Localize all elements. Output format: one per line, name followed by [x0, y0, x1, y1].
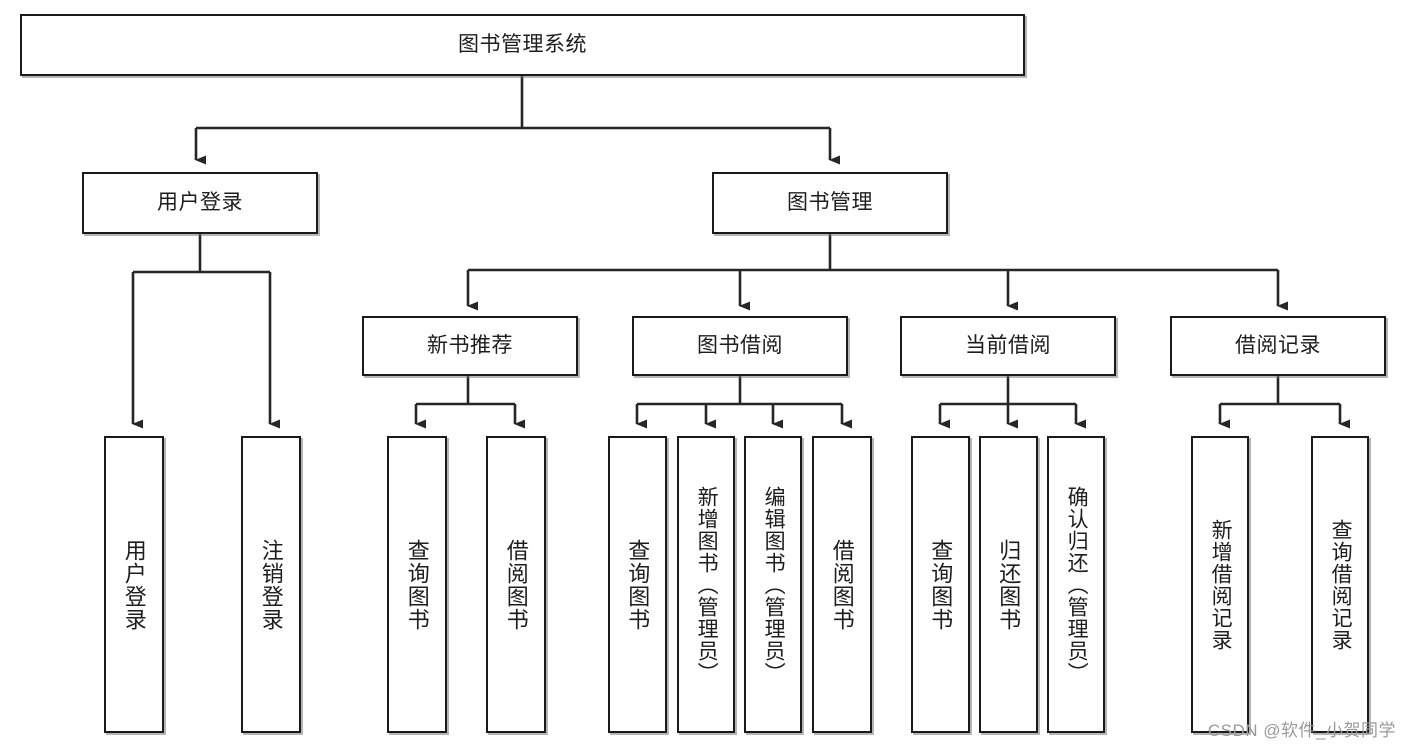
node-new-book-recommend[interactable]: 新书推荐	[362, 316, 578, 376]
leaf-new-book-1-label: 查询图书	[404, 538, 430, 631]
leaf-current-borrow-1[interactable]: 查询图书	[911, 436, 970, 733]
node-current-borrow-label: 当前借阅	[965, 334, 1051, 358]
leaf-user-login-1[interactable]: 用户登录	[104, 436, 164, 733]
leaf-new-book-1[interactable]: 查询图书	[387, 436, 447, 733]
node-user-login-label: 用户登录	[157, 191, 243, 215]
leaf-borrow-record-1-label: 新增借阅记录	[1209, 518, 1233, 651]
leaf-borrow-record-1[interactable]: 新增借阅记录	[1191, 436, 1249, 733]
leaf-current-borrow-2[interactable]: 归还图书	[979, 436, 1038, 733]
leaf-current-borrow-3-label: 确认归还（管理员）	[1065, 485, 1089, 684]
leaf-book-borrow-4-label: 借阅图书	[829, 538, 855, 631]
leaf-current-borrow-3[interactable]: 确认归还（管理员）	[1047, 436, 1105, 733]
node-borrow-record[interactable]: 借阅记录	[1170, 316, 1386, 376]
node-book-borrow-label: 图书借阅	[697, 334, 783, 358]
leaf-user-login-1-label: 用户登录	[121, 538, 147, 631]
leaf-book-borrow-2-label: 新增图书（管理员）	[695, 485, 719, 684]
leaf-book-borrow-1-label: 查询图书	[625, 538, 651, 631]
leaf-current-borrow-2-label: 归还图书	[996, 538, 1022, 631]
leaf-borrow-record-2-label: 查询借阅记录	[1329, 518, 1353, 651]
node-current-borrow[interactable]: 当前借阅	[900, 316, 1116, 376]
leaf-user-login-2[interactable]: 注销登录	[241, 436, 301, 733]
node-book-borrow[interactable]: 图书借阅	[632, 316, 848, 376]
node-borrow-record-label: 借阅记录	[1235, 334, 1321, 358]
leaf-user-login-2-label: 注销登录	[258, 538, 284, 631]
leaf-current-borrow-1-label: 查询图书	[928, 538, 954, 631]
node-new-book-recommend-label: 新书推荐	[427, 334, 513, 358]
leaf-book-borrow-4[interactable]: 借阅图书	[812, 436, 872, 733]
node-root[interactable]: 图书管理系统	[20, 14, 1025, 76]
node-user-login[interactable]: 用户登录	[82, 172, 318, 234]
leaf-new-book-2[interactable]: 借阅图书	[486, 436, 546, 733]
leaf-book-borrow-2[interactable]: 新增图书（管理员）	[677, 436, 735, 733]
leaf-book-borrow-1[interactable]: 查询图书	[608, 436, 667, 733]
leaf-new-book-2-label: 借阅图书	[503, 538, 529, 631]
node-book-management-label: 图书管理	[787, 191, 873, 215]
leaf-book-borrow-3[interactable]: 编辑图书（管理员）	[744, 436, 802, 733]
leaf-borrow-record-2[interactable]: 查询借阅记录	[1311, 436, 1369, 733]
node-root-label: 图书管理系统	[458, 33, 587, 57]
leaf-book-borrow-3-label: 编辑图书（管理员）	[762, 485, 786, 684]
node-book-management[interactable]: 图书管理	[712, 172, 948, 234]
